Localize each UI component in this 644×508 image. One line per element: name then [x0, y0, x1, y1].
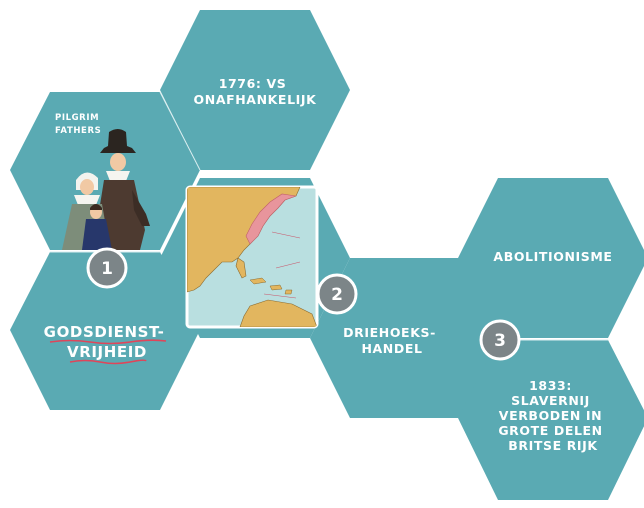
- pilgrim-man-collar: [106, 171, 130, 181]
- pilgrim-child-hair: [90, 204, 102, 210]
- hex-slavernij-line-3: VERBODEN IN: [499, 408, 602, 423]
- hex-slavernij-line-2: SLAVERNIJ: [511, 393, 590, 408]
- pilgrim-child-body: [82, 219, 112, 250]
- badge-3-label: 3: [494, 331, 506, 351]
- hex-seam: [159, 91, 201, 171]
- hex-slavernij-verboden: [458, 340, 644, 500]
- hex-vs-text: 1776: VS ONAFHANKELIJK: [194, 76, 318, 107]
- pilgrim-man-arm: [132, 190, 150, 226]
- hex-pilgrim-text: PILGRIM FATHERS: [55, 113, 103, 136]
- badge-3: 3: [479, 319, 521, 361]
- hex-vs-onafhankelijk: [160, 10, 350, 170]
- badge-1-circle: [86, 247, 128, 289]
- pilgrim-woman-face: [80, 179, 94, 195]
- hex-godsdienstvrijheid: [10, 252, 200, 410]
- hex-godsdienst-line-1: GODSDIENST-: [44, 323, 165, 341]
- hex-slavernij-line-1: 1833:: [529, 378, 572, 393]
- hex-driehoeks-line-2: HANDEL: [361, 341, 422, 356]
- hex-abolitionisme: [458, 178, 644, 338]
- badge-1-label: 1: [101, 259, 113, 279]
- map-caribbean-islands: [249, 277, 293, 295]
- badge-2-label: 2: [331, 285, 343, 305]
- hex-vs-line-1: 1776: VS: [219, 76, 287, 91]
- pilgrim-woman-collar: [74, 195, 100, 205]
- hex-driehoeks-line-1: DRIEHOEKS-: [343, 325, 436, 340]
- hex-slavernij-text: 1833: SLAVERNIJ VERBODEN IN GROTE DELEN …: [498, 378, 607, 453]
- hex-pilgrim-line-1: PILGRIM: [55, 113, 99, 123]
- pilgrim-man-hat: [100, 129, 136, 153]
- map-south-america: [239, 299, 317, 327]
- pilgrim-family-illustration: [62, 129, 150, 250]
- godsdienst-underline-2: [69, 359, 147, 365]
- map-routes: [263, 231, 301, 299]
- atlantic-map-illustration: [185, 185, 319, 329]
- pilgrim-man-face: [110, 153, 126, 171]
- hex-godsdienst-line-2: VRIJHEID: [67, 343, 147, 361]
- hex-abolitionisme-text: ABOLITIONISME: [493, 249, 612, 264]
- badge-2: 2: [316, 273, 358, 315]
- hex-driehoeks-text: DRIEHOEKS- HANDEL: [343, 325, 441, 356]
- hex-pilgrim-line-2: FATHERS: [55, 126, 101, 136]
- map-florida: [235, 257, 247, 279]
- hex-slavernij-line-4: GROTE DELEN: [498, 423, 602, 438]
- hex-slavernij-line-5: BRITSE RIJK: [508, 438, 598, 453]
- godsdienst-underline-1: [49, 339, 167, 345]
- hex-vs-line-2: ONAFHANKELIJK: [194, 92, 318, 107]
- map-colonies: [245, 193, 297, 245]
- badge-3-circle: [479, 319, 521, 361]
- badge-2-circle: [316, 273, 358, 315]
- hex-godsdienst-text: GODSDIENST- VRIJHEID: [44, 323, 171, 361]
- hex-driehoekshandel: [310, 258, 500, 418]
- badge-1: 1: [86, 247, 128, 289]
- hex-pilgrim-fathers: [10, 92, 200, 250]
